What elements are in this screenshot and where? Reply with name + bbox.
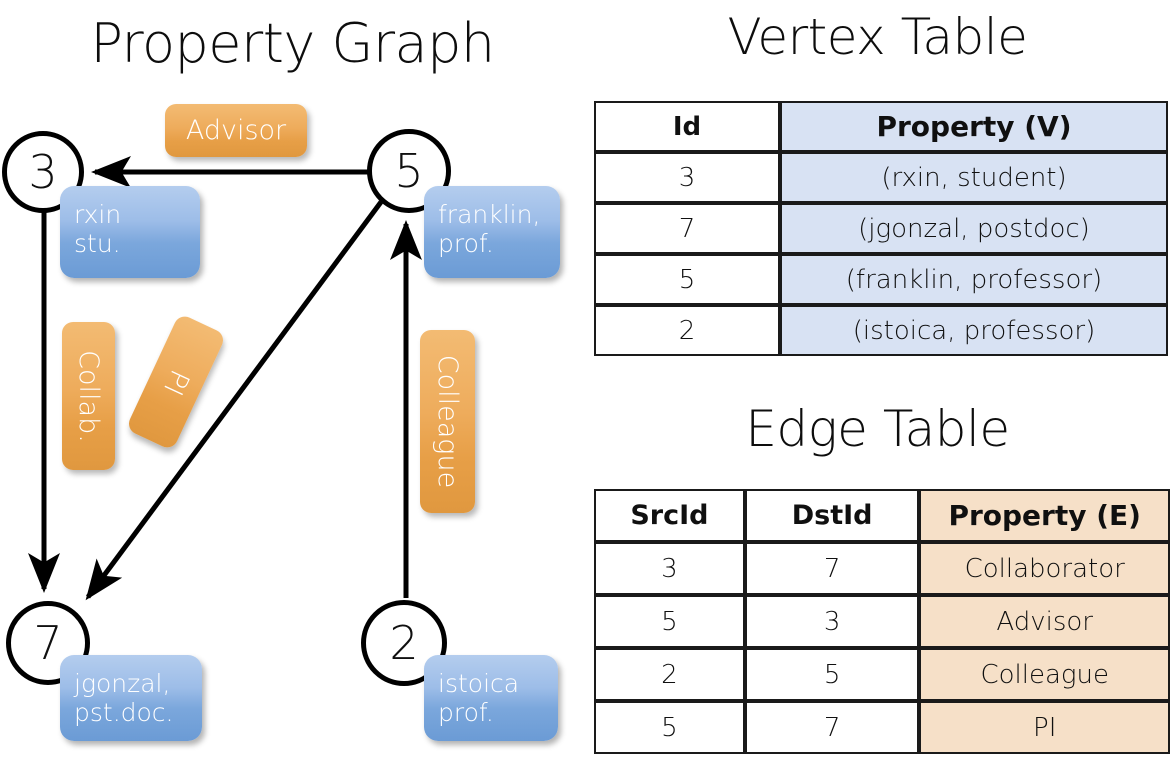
edge-cell-srcid: 5 (594, 701, 745, 754)
edge-label-pi-text: PI (156, 364, 196, 400)
edge-cell-dstid: 7 (744, 542, 920, 595)
page-title-property-graph: Property Graph (90, 12, 495, 75)
vertex-table: Id Property (V) 3 (rxin, student) 7 (jgo… (594, 101, 1168, 356)
edge-cell-dstid: 7 (744, 701, 920, 754)
table-row[interactable]: 5 7 PI (594, 701, 1170, 754)
table-row[interactable]: 5 (franklin, professor) (594, 254, 1168, 305)
table-row[interactable]: 3 (rxin, student) (594, 152, 1168, 203)
edge-label-advisor[interactable]: Advisor (165, 104, 307, 157)
edge-cell-property: Advisor (919, 595, 1170, 648)
vertex-property-line-1: istoica (438, 669, 520, 698)
edge-label-collab[interactable]: Collab. (62, 322, 115, 470)
vertex-property-line-2: prof. (438, 229, 494, 258)
vertex-cell-property: (jgonzal, postdoc) (780, 203, 1168, 254)
vertex-cell-property: (franklin, professor) (780, 254, 1168, 305)
vertex-cell-property: (istoica, professor) (780, 305, 1168, 356)
table-row[interactable]: 2 5 Colleague (594, 648, 1170, 701)
graph-node-5[interactable]: 5 (367, 129, 451, 213)
vertex-property-line-2: prof. (438, 698, 494, 727)
edge-cell-srcid: 5 (594, 595, 745, 648)
vertex-property-box-5[interactable]: franklin, prof. (424, 186, 560, 278)
edge-5-to-7 (85, 200, 384, 601)
edge-table-header-property: Property (E) (919, 489, 1170, 542)
vertex-property-line-2: stu. (74, 229, 121, 258)
table-row[interactable]: 2 (istoica, professor) (594, 305, 1168, 356)
vertex-property-box-7[interactable]: jgonzal, pst.doc. (60, 655, 202, 741)
graph-node-2[interactable]: 2 (361, 600, 447, 686)
vertex-property-line-1: jgonzal, (74, 669, 171, 698)
vertex-cell-property: (rxin, student) (780, 152, 1168, 203)
edge-label-collab-text: Collab. (73, 349, 104, 443)
edge-label-colleague[interactable]: Colleague (420, 330, 475, 513)
vertex-property-box-3[interactable]: rxin stu. (60, 186, 200, 278)
vertex-cell-id: 3 (594, 152, 780, 203)
edge-table-header-row: SrcId DstId Property (E) (594, 489, 1170, 542)
vertex-table-header-row: Id Property (V) (594, 101, 1168, 152)
vertex-table-header-property: Property (V) (780, 101, 1168, 152)
vertex-table-header-id: Id (594, 101, 780, 152)
edge-cell-property: Colleague (919, 648, 1170, 701)
edge-table-header-dstid: DstId (744, 489, 920, 542)
vertex-property-line-1: rxin (74, 200, 122, 229)
vertex-cell-id: 5 (594, 254, 780, 305)
edge-table: SrcId DstId Property (E) 3 7 Collaborato… (594, 489, 1170, 754)
edge-label-advisor-text: Advisor (185, 115, 287, 146)
edge-cell-srcid: 3 (594, 542, 745, 595)
page-title-vertex-table: Vertex Table (727, 8, 1028, 66)
edge-cell-dstid: 5 (744, 648, 920, 701)
vertex-cell-id: 2 (594, 305, 780, 356)
table-row[interactable]: 3 7 Collaborator (594, 542, 1170, 595)
page-title-edge-table: Edge Table (745, 400, 1010, 458)
edge-label-colleague-text: Colleague (432, 354, 463, 489)
edge-cell-property: Collaborator (919, 542, 1170, 595)
vertex-property-line-2: pst.doc. (74, 698, 174, 727)
edge-cell-property: PI (919, 701, 1170, 754)
vertex-property-box-2[interactable]: istoica prof. (424, 655, 558, 741)
table-row[interactable]: 5 3 Advisor (594, 595, 1170, 648)
edge-cell-dstid: 3 (744, 595, 920, 648)
graph-edge-lines (28, 156, 422, 601)
vertex-property-line-1: franklin, (438, 200, 541, 229)
table-row[interactable]: 7 (jgonzal, postdoc) (594, 203, 1168, 254)
vertex-cell-id: 7 (594, 203, 780, 254)
property-graph-diagram: 3 5 7 2 rxin stu. franklin, prof. jgonza… (2, 104, 560, 741)
edge-table-header-srcid: SrcId (594, 489, 745, 542)
edge-cell-srcid: 2 (594, 648, 745, 701)
